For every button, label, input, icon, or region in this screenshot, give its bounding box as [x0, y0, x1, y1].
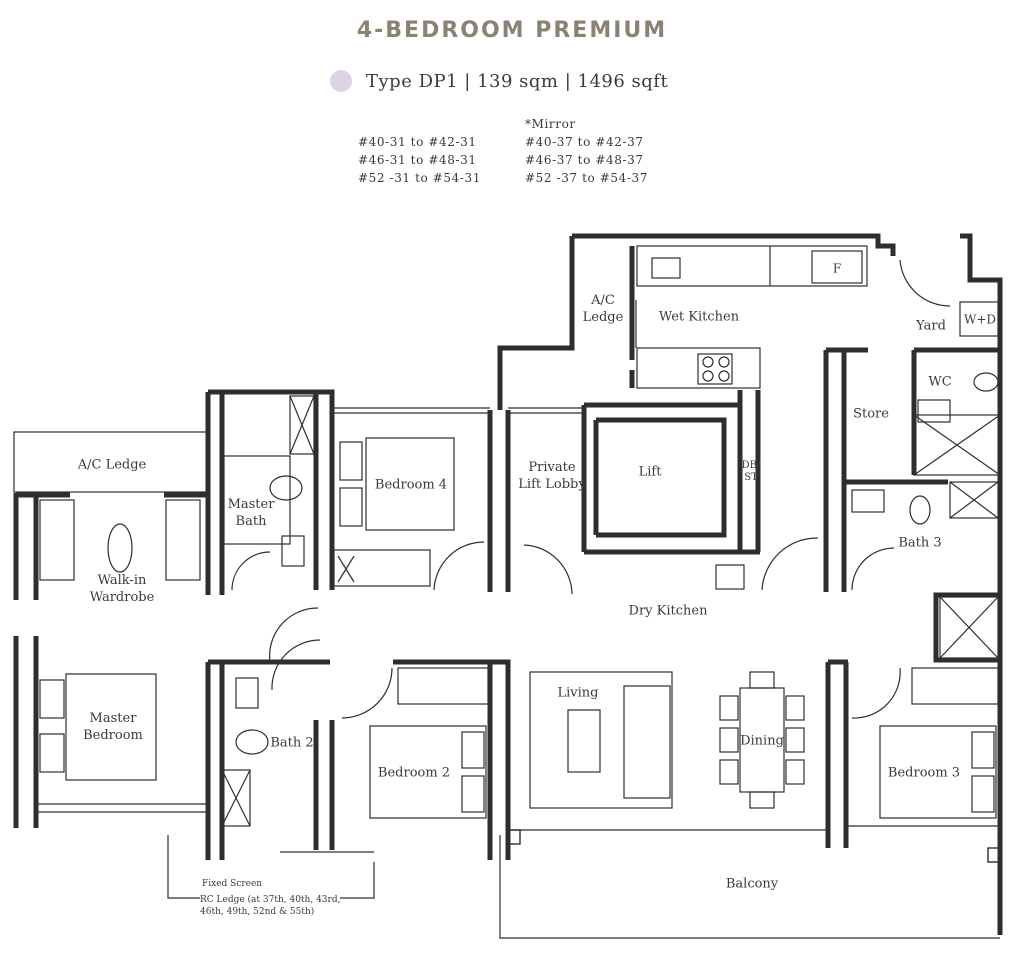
unit-range: #46-31 to #48-31: [358, 153, 477, 167]
room-private-lift-lobby: Private Lift Lobby: [518, 460, 586, 492]
room-bedroom-2: Bedroom 2: [377, 765, 451, 781]
room-balcony: Balcony: [725, 876, 779, 892]
room-bath-3: Bath 3: [898, 535, 942, 551]
room-bedroom-4: Bedroom 4: [374, 477, 448, 493]
type-color-dot: [330, 70, 352, 92]
room-bath-2: Bath 2: [270, 735, 314, 751]
unit-list-mirror: *Mirror #40-37 to #42-37 #46-37 to #48-3…: [525, 115, 648, 187]
fridge-label: F: [832, 261, 842, 276]
fixture-lines: [13, 245, 1001, 939]
room-store: Store: [853, 406, 889, 422]
room-living: Living: [557, 685, 599, 701]
fixed-screen-note: Fixed Screen: [202, 879, 263, 889]
unit-range: #40-31 to #42-31: [358, 135, 477, 149]
unit-type-text: Type DP1 | 139 sqm | 1496 sqft: [366, 70, 669, 92]
wall-lines: [13, 233, 1003, 935]
room-master-bedroom: Master Bedroom: [83, 711, 143, 743]
room-yard: Yard: [916, 318, 946, 334]
plan-title: 4-BEDROOM PREMIUM: [356, 18, 668, 43]
rc-ledge-note: RC Ledge (at 37th, 40th, 43rd, 46th, 49t…: [200, 895, 341, 917]
room-wet-kitchen: Wet Kitchen: [658, 309, 740, 325]
room-ac-ledge-top: A/C Ledge: [582, 293, 624, 325]
unit-range: #52 -31 to #54-31: [358, 171, 481, 185]
room-walk-in-wardrobe: Walk-in Wardrobe: [89, 573, 155, 605]
mirror-label: *Mirror: [525, 117, 576, 131]
unit-range: #46-37 to #48-37: [525, 153, 644, 167]
washer-dryer-label: W+D: [963, 312, 997, 327]
unit-list-standard: #40-31 to #42-31 #46-31 to #48-31 #52 -3…: [358, 115, 481, 187]
room-ac-ledge-left: A/C Ledge: [77, 457, 147, 473]
room-wc: WC: [928, 374, 952, 390]
db-st-label: DB/ ST: [741, 460, 761, 483]
room-master-bath: Master Bath: [227, 497, 275, 529]
room-bedroom-3: Bedroom 3: [887, 765, 961, 781]
room-dining: Dining: [740, 733, 784, 749]
room-dry-kitchen: Dry Kitchen: [628, 603, 708, 619]
unit-type-line: Type DP1 | 139 sqm | 1496 sqft: [330, 70, 668, 92]
room-lift: Lift: [638, 464, 662, 480]
unit-range: #40-37 to #42-37: [525, 135, 644, 149]
unit-range: #52 -37 to #54-37: [525, 171, 648, 185]
column-markers: [507, 829, 1001, 863]
